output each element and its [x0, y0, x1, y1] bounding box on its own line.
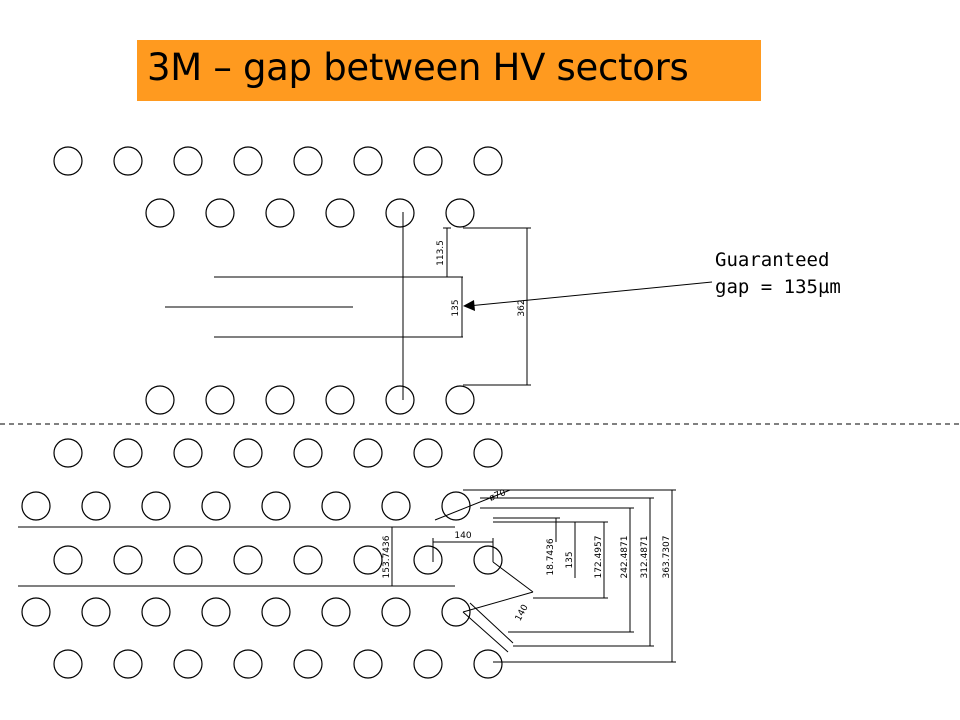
hole-circle: [413, 649, 443, 679]
hole-circle: [21, 491, 51, 521]
hole-circle: [293, 545, 323, 575]
hole-circle: [385, 198, 415, 228]
dim-label-113: 113.5: [436, 240, 446, 266]
hole-circle: [113, 438, 143, 468]
hole-circle: [53, 649, 83, 679]
upper-drawing: [165, 212, 713, 400]
hole-circle: [145, 198, 175, 228]
hole-circle: [53, 146, 83, 176]
arrow-head: [463, 300, 475, 311]
dim-label-left: 153.7436: [382, 535, 392, 578]
hole-circle: [353, 649, 383, 679]
hole-circle: [473, 146, 503, 176]
dim-label-pitch: 140: [454, 531, 471, 541]
hole-circle: [353, 438, 383, 468]
hole-circle: [473, 649, 503, 679]
diagonal-dim-line: [462, 611, 509, 653]
hole-circle: [413, 146, 443, 176]
hole-circle: [473, 438, 503, 468]
diagonal-dim-line: [469, 602, 514, 644]
hole-circle: [385, 385, 415, 415]
hole-circle: [325, 198, 355, 228]
hole-circle: [141, 491, 171, 521]
slide-title: 3M – gap between HV sectors: [147, 46, 689, 89]
callout-line-2: gap = 135µm: [715, 276, 841, 298]
hole-circle: [441, 597, 471, 627]
hole-circle: [413, 438, 443, 468]
hole-circle: [53, 438, 83, 468]
hole-circle: [21, 597, 51, 627]
title-banner: 3M – gap between HV sectors: [137, 40, 761, 101]
hole-circle: [113, 545, 143, 575]
hole-circle: [473, 545, 503, 575]
hole-circle: [145, 385, 175, 415]
hole-circle: [233, 146, 263, 176]
callout-line-1: Guaranteed: [715, 249, 830, 271]
hole-circle: [205, 385, 235, 415]
hole-circle: [113, 146, 143, 176]
hole-circle: [261, 491, 291, 521]
hole-circle: [233, 438, 263, 468]
dim-label-a: 18.7436: [546, 538, 556, 575]
hole-circle: [81, 597, 111, 627]
dim-label-135: 135: [451, 299, 461, 316]
hole-circle: [353, 146, 383, 176]
hole-circle: [293, 438, 323, 468]
hole-circle: [173, 545, 203, 575]
callout-arrow: [467, 281, 713, 307]
hole-circle: [261, 597, 291, 627]
hole-circle: [233, 545, 263, 575]
hole-circle: [141, 597, 171, 627]
hole-circle: [233, 649, 263, 679]
dim-label-d: 242.4871: [620, 536, 630, 579]
hole-circle: [265, 198, 295, 228]
gap-callout: Guaranteed gap = 135µm: [715, 247, 841, 301]
hole-circle: [113, 649, 143, 679]
lower-drawing: [18, 489, 676, 663]
hole-circle: [381, 597, 411, 627]
dim-label-f: 363.7307: [662, 536, 672, 579]
hole-circle: [445, 385, 475, 415]
hole-circle: [173, 438, 203, 468]
hole-circle: [81, 491, 111, 521]
diameter-leader: [434, 489, 511, 521]
hole-circle: [205, 198, 235, 228]
hole-circle: [445, 198, 475, 228]
hole-circle: [413, 545, 443, 575]
hole-circle: [265, 385, 295, 415]
hole-circle: [381, 491, 411, 521]
hole-circle: [53, 545, 83, 575]
hole-circle: [173, 146, 203, 176]
diagonal-dim-extension: [462, 591, 534, 613]
dim-label-e: 312.4871: [640, 536, 650, 579]
hole-circle: [173, 649, 203, 679]
dim-label-362: 362: [517, 299, 527, 316]
dim-label-c: 172.4957: [594, 536, 604, 579]
hole-circle: [201, 597, 231, 627]
hole-pattern: [21, 146, 503, 679]
hole-circle: [201, 491, 231, 521]
hole-circle: [325, 385, 355, 415]
dim-label-diagonal: 140: [514, 603, 531, 623]
hole-circle: [321, 597, 351, 627]
diagonal-dim-extension: [492, 561, 534, 593]
hole-circle: [293, 649, 323, 679]
hole-circle: [321, 491, 351, 521]
hole-circle: [293, 146, 323, 176]
hole-circle: [353, 545, 383, 575]
dim-label-b: 135: [565, 551, 575, 568]
